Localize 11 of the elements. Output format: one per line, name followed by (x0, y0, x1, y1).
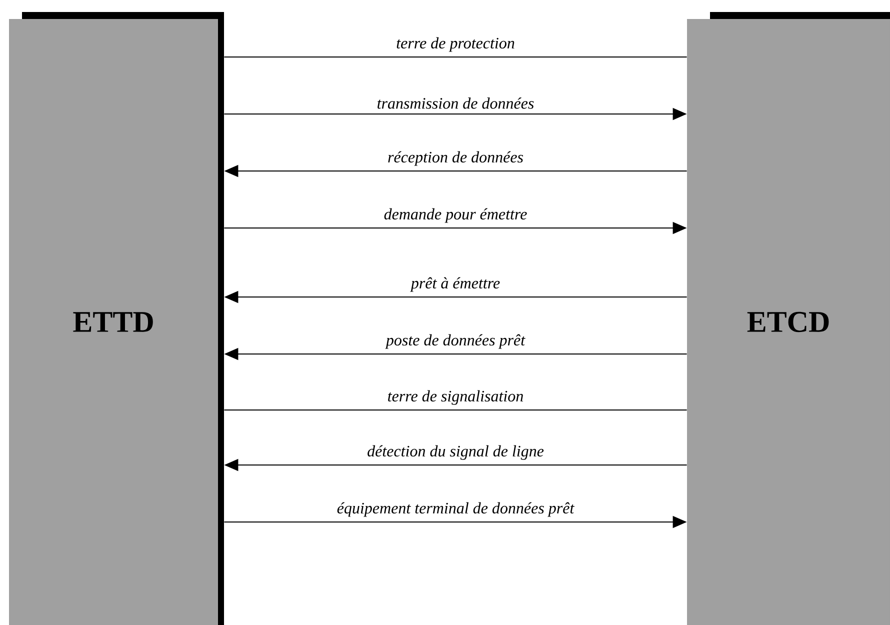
edge-label: terre de signalisation (388, 390, 523, 405)
device-block: ETTD (9, 12, 224, 625)
edge-label: poste de données prêt (385, 334, 526, 349)
edge-label: prêt à émettre (410, 277, 500, 292)
edge-label: demande pour émettre (384, 208, 527, 223)
edge-label: détection du signal de ligne (368, 445, 544, 460)
edge-label: terre de protection (396, 37, 514, 52)
edge-label: équipement terminal de données prêt (337, 502, 574, 517)
edge-label: réception de données (388, 151, 524, 166)
device-block: ETCD (687, 12, 890, 625)
edge-label: transmission de données (378, 98, 534, 109)
